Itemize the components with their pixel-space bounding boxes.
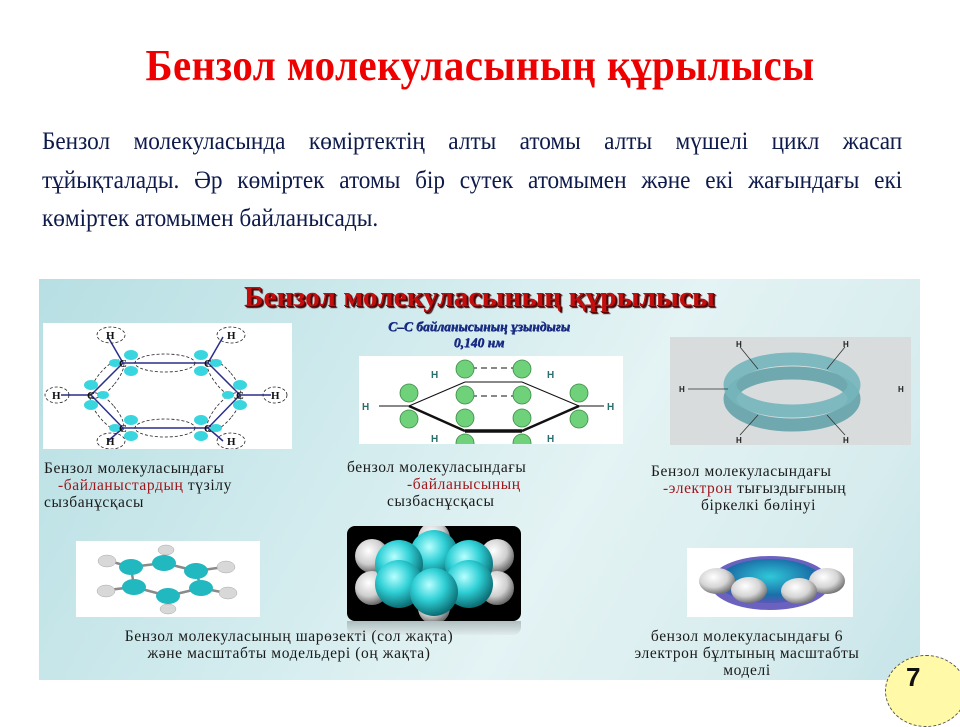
- bond-length-label: С–С байланысының ұзындығы 0,140 нм: [319, 319, 639, 351]
- caption-ball-and-space-models: Бензол молекуласының шарөзекті (сол жақт…: [124, 628, 454, 662]
- svg-text:H: H: [52, 390, 61, 402]
- hexagon-orbital-icon: C C C C C C H H H H H H: [44, 326, 288, 450]
- svg-text:C: C: [119, 423, 127, 435]
- svg-text:H: H: [362, 402, 369, 413]
- svg-text:H: H: [547, 434, 554, 444]
- ball-stick-icon: [96, 544, 238, 615]
- caption-sigma-bonds: Бензол молекуласындағы -байланыстардың т…: [44, 460, 232, 511]
- svg-text:H: H: [431, 370, 438, 381]
- electron-cloud-icon: [699, 556, 845, 610]
- svg-text:H: H: [547, 370, 554, 381]
- bond-length-value: 0,140 нм: [453, 335, 505, 350]
- right-margin: [920, 279, 960, 720]
- pi-orbital-icon: H H H H H H: [362, 359, 614, 453]
- svg-text:H: H: [227, 436, 236, 448]
- ball-and-stick-model: [76, 541, 260, 617]
- svg-text:C: C: [204, 423, 212, 435]
- svg-text:H: H: [607, 402, 614, 413]
- slide-title: Бензол молекуласының құрылысы: [145, 41, 815, 90]
- bottom-margin: [0, 680, 960, 720]
- svg-text:H: H: [736, 340, 742, 349]
- space-filling-reflection: [347, 621, 521, 635]
- svg-text:C: C: [87, 390, 95, 402]
- panel-title: Бензол молекуласының құрылысы: [244, 282, 715, 313]
- sigma-bond-orbital-diagram: C C C C C C H H H H H H: [43, 323, 292, 450]
- pi-bond-orbital-diagram: H H H H H H: [359, 356, 623, 453]
- caption-electron-cloud-model: бензол молекуласындағы 6 электрон бұлтын…: [634, 628, 860, 679]
- svg-text:H: H: [431, 434, 438, 444]
- intro-paragraph: Бензол молекуласында көміртектің алты ат…: [42, 128, 903, 232]
- electron-cloud-ring-diagram: H H H H H H: [670, 337, 911, 445]
- svg-text:H: H: [736, 436, 742, 445]
- page-number-badge: 7: [885, 655, 960, 727]
- svg-text:C: C: [119, 358, 127, 370]
- svg-text:H: H: [106, 436, 115, 448]
- caption-electron-density: Бензол молекуласындағы -электрон тығызды…: [651, 463, 847, 514]
- svg-text:H: H: [679, 385, 685, 394]
- svg-text:H: H: [227, 330, 236, 342]
- svg-text:C: C: [236, 390, 244, 402]
- svg-text:H: H: [106, 330, 115, 342]
- benzene-structure-panel: Бензол молекуласының құрылысы С–С байлан…: [39, 279, 920, 680]
- svg-text:H: H: [898, 385, 904, 394]
- svg-text:H: H: [271, 390, 280, 402]
- caption-pi-bond: бензол молекуласындағы -байланысының сыз…: [347, 459, 527, 510]
- svg-text:H: H: [843, 340, 849, 349]
- page-number: 7: [906, 662, 921, 692]
- torus-ring-icon: H H H H H H: [679, 340, 904, 445]
- svg-text:H: H: [843, 436, 849, 445]
- space-filling-model: [347, 522, 521, 624]
- space-filling-icon: [355, 522, 514, 624]
- svg-text:C: C: [204, 358, 212, 370]
- electron-cloud-scale-model: [687, 548, 853, 617]
